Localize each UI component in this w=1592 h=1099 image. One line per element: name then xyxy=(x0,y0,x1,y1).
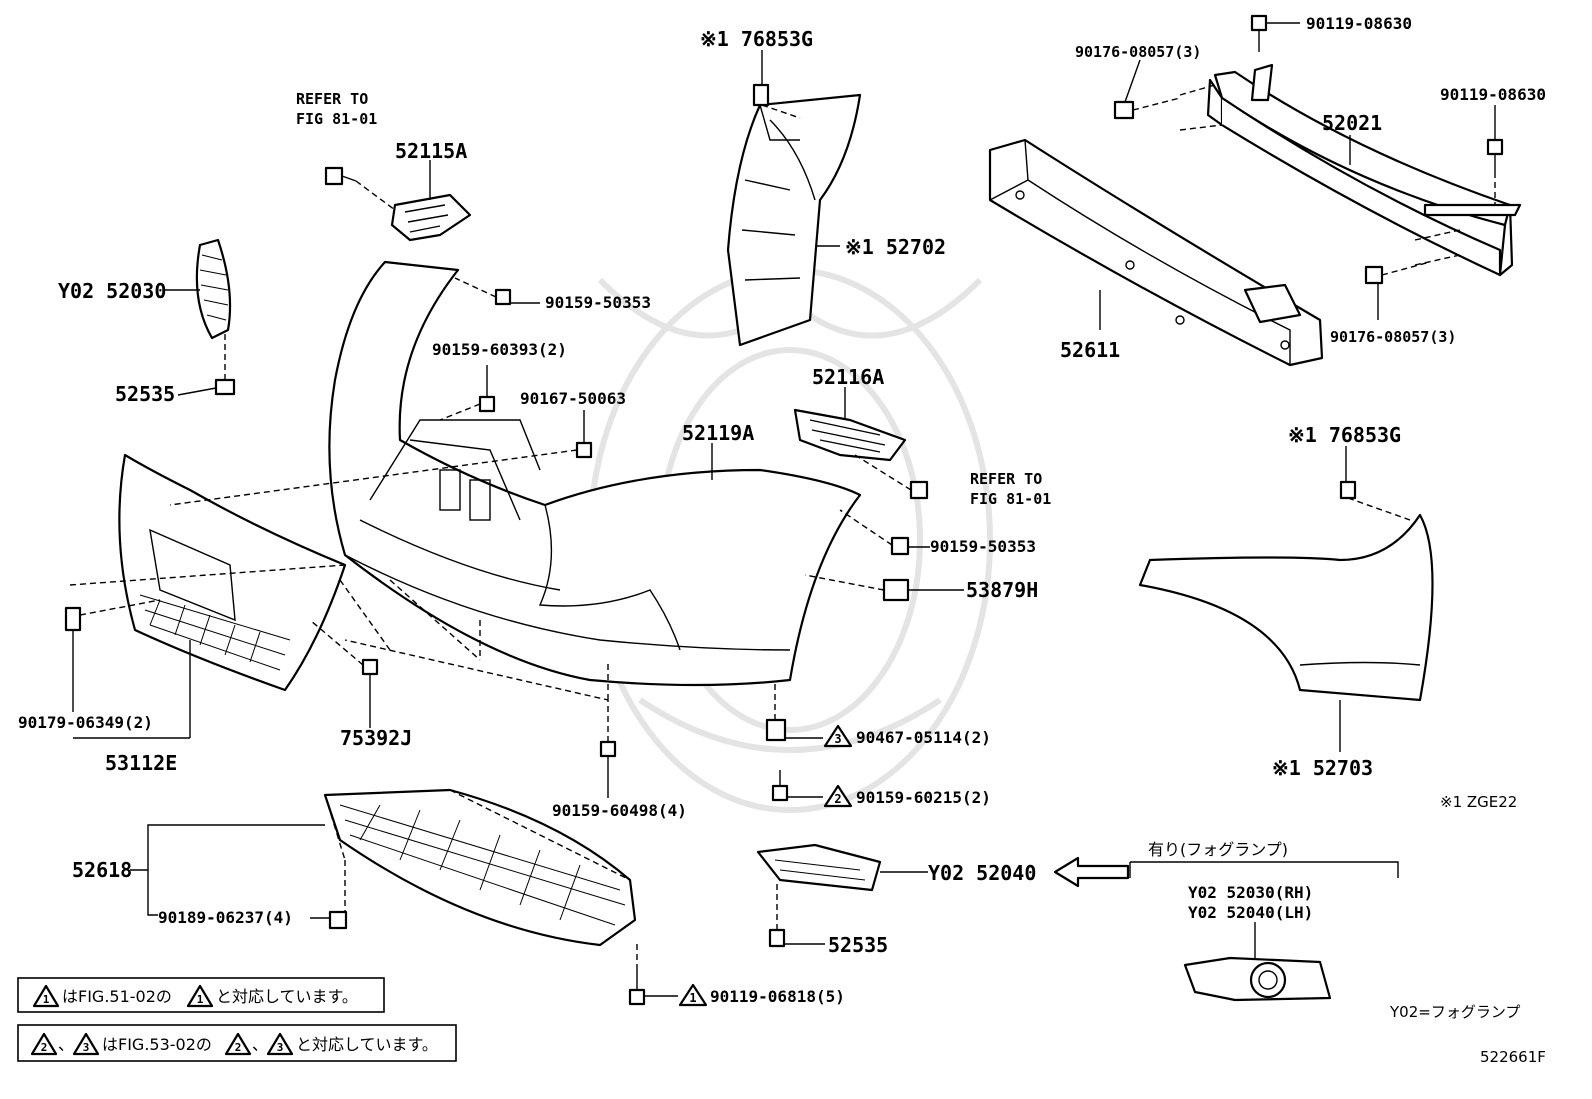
note2-mark-a: 2 xyxy=(41,1041,48,1054)
label-90176-08057-a: 90176-08057(3) xyxy=(1075,43,1201,61)
label-52702: ※1 52702 xyxy=(845,235,946,259)
note1-text: はFIG.51-02の xyxy=(62,987,172,1006)
triangle-marks: 3 2 1 xyxy=(678,724,853,1007)
note2-sep-a: 、 xyxy=(58,1035,74,1054)
label-52618: 52618 xyxy=(72,858,132,882)
label-90467-05114: 90467-05114(2) xyxy=(856,728,991,747)
note1-mid: と対応しています。 xyxy=(216,987,358,1006)
label-53879H: 53879H xyxy=(966,578,1038,602)
label-foglamp-header: 有り(フォグランプ) xyxy=(1148,840,1288,859)
assembly-dash-lines xyxy=(69,97,1496,970)
retainer-52115A xyxy=(390,193,472,242)
label-refer-to-b2: FIG 81-01 xyxy=(970,490,1051,508)
label-refer-to-b1: REFER TO xyxy=(970,470,1042,488)
label-90159-50353-b: 90159-50353 xyxy=(930,537,1036,556)
triangle-mark-1: 1 xyxy=(689,991,696,1005)
note2-mark-b: 3 xyxy=(83,1041,90,1054)
label-90189-06237: 90189-06237(4) xyxy=(158,908,293,927)
label-refer-to-a2: FIG 81-01 xyxy=(296,110,377,128)
label-90159-50353-a: 90159-50353 xyxy=(545,293,651,312)
label-52021: 52021 xyxy=(1322,111,1382,135)
label-90179-06349: 90179-06349(2) xyxy=(18,713,153,732)
side-extension-52703 xyxy=(1138,513,1434,702)
leader-lines xyxy=(72,22,1496,997)
energy-absorber-52611 xyxy=(988,138,1324,367)
retainer-52116A xyxy=(793,408,907,462)
label-52535-b: 52535 xyxy=(828,933,888,957)
label-90159-60215: 90159-60215(2) xyxy=(856,788,991,807)
triangle-mark-2: 2 xyxy=(834,792,841,806)
garnish-foglamp xyxy=(1183,956,1332,1002)
label-90119-06818: 90119-06818(5) xyxy=(710,987,845,1006)
label-76853G-right: ※1 76853G xyxy=(1288,423,1401,447)
label-53112E: 53112E xyxy=(105,751,177,775)
label-diagram-code: 522661F xyxy=(1480,1048,1546,1066)
note1-mark-b: 1 xyxy=(197,993,204,1006)
fasteners xyxy=(64,14,1504,1006)
label-52115A: 52115A xyxy=(395,139,467,163)
label-y02-note: Y02=フォグランプ xyxy=(1389,1003,1520,1021)
label-90167-50063: 90167-50063 xyxy=(520,389,626,408)
label-refer-to-a1: REFER TO xyxy=(296,90,368,108)
label-90159-60498: 90159-60498(4) xyxy=(552,801,687,820)
label-y02-52030: Y02 52030 xyxy=(58,279,166,303)
note2-sep-b: 、 xyxy=(252,1035,268,1054)
label-52611: 52611 xyxy=(1060,338,1120,362)
label-52703: ※1 52703 xyxy=(1272,756,1373,780)
label-zge22-note: ※1 ZGE22 xyxy=(1440,793,1517,811)
label-52535-a: 52535 xyxy=(115,382,175,406)
note2-mid: と対応しています。 xyxy=(296,1035,438,1054)
garnish-52030 xyxy=(195,238,232,340)
label-90119-08630-a: 90119-08630 xyxy=(1306,14,1412,33)
label-fog-rh: Y02 52030(RH) xyxy=(1188,883,1313,902)
label-90159-60393: 90159-60393(2) xyxy=(432,340,567,359)
label-52116A: 52116A xyxy=(812,365,884,389)
bumper-cover-52119A xyxy=(328,260,862,687)
label-52119A: 52119A xyxy=(682,421,754,445)
label-76853G-top: ※1 76853G xyxy=(700,27,813,51)
lower-cover-53112E xyxy=(118,453,347,692)
note2-mark-d: 3 xyxy=(277,1041,284,1054)
label-90119-08630-b: 90119-08630 xyxy=(1440,85,1546,104)
note2-text: はFIG.53-02の xyxy=(102,1035,212,1054)
label-fog-lh: Y02 52040(LH) xyxy=(1188,903,1313,922)
part-labels: ※1 76853G 90119-08630 90176-08057(3) 901… xyxy=(18,14,1546,1066)
note1-mark-a: 1 xyxy=(43,993,50,1006)
garnish-y02-52040 xyxy=(756,843,882,892)
label-y02-52040: Y02 52040 xyxy=(928,861,1036,885)
triangle-mark-3: 3 xyxy=(834,732,841,746)
note2-mark-c: 2 xyxy=(235,1041,242,1054)
label-75392J: 75392J xyxy=(340,726,412,750)
fender-liner-52702 xyxy=(726,93,862,347)
under-cover-52618 xyxy=(323,788,637,947)
note-box-1: 1 はFIG.51-02の 1 と対応しています。 xyxy=(17,977,385,1013)
bumper-reinforcement-52021 xyxy=(1179,63,1522,277)
note-box-2: 2 、 3 はFIG.53-02の 2 、 3 と対応しています。 xyxy=(17,1024,457,1062)
arrow-left-icon xyxy=(1053,856,1130,888)
label-90176-08057-b: 90176-08057(3) xyxy=(1330,328,1456,346)
